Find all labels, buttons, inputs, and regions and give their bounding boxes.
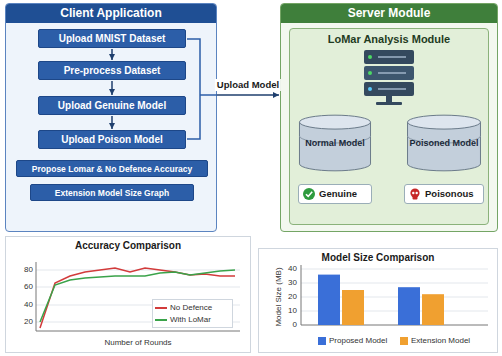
database-cylinder: Normal Model (298, 114, 372, 172)
arrow-connector (217, 94, 279, 96)
axis-tick: 40 (288, 264, 297, 274)
process-button: Upload MNIST Dataset (38, 29, 186, 48)
node-text: Poisonous (425, 188, 479, 200)
legend-entry: With LoMar (170, 315, 211, 325)
process-button: Extension Model Size Graph (30, 184, 194, 201)
process-button: Upload Genuine Model (38, 96, 186, 115)
server-panel: Server ModuleLoMar Analysis ModuleNormal… (280, 3, 498, 232)
axis-tick: 80 (24, 265, 33, 275)
process-button: Propose Lomar & No Defence Accuracy (16, 160, 208, 177)
legend-text: Extension Model (411, 336, 470, 346)
client-panel: Client ApplicationUpload MNIST DatasetPr… (5, 3, 217, 232)
arrow-connector (111, 49, 113, 60)
process-button: Pre-process Dataset (38, 61, 186, 80)
legend-text: Proposed Model (329, 336, 387, 346)
axis-tick: 30 (288, 278, 297, 288)
node-text: Upload MNIST Dataset (43, 33, 181, 45)
axis-tick: 0 (293, 320, 297, 330)
axis-tick: 60 (24, 282, 33, 292)
check-icon (303, 188, 315, 200)
axis-label: Number of Rounds (104, 338, 171, 348)
node-text: Pre-process Dataset (43, 65, 181, 77)
module-box: LoMar Analysis ModuleNormal Model Poisone… (289, 28, 489, 225)
axis-tick: 20 (24, 317, 33, 327)
node-text: Upload Genuine Model (43, 100, 181, 112)
heading-text: Server Module (281, 4, 497, 23)
chart-title: Accuracy Comparison (75, 240, 181, 252)
process-button: Upload Poison Model (38, 130, 186, 149)
line-chart (6, 237, 251, 353)
arrow-connector (111, 81, 113, 95)
bar-chart (259, 249, 498, 353)
server-icon (364, 50, 414, 105)
axis-tick: 40 (24, 300, 33, 310)
legend-entry: Extension Model (400, 336, 470, 346)
skull-icon (409, 188, 421, 200)
node-text: Genuine (319, 188, 367, 200)
legend-entry: Proposed Model (318, 336, 387, 346)
connector-label: Upload Model (215, 79, 281, 91)
database-cylinder: Poisoned Model (406, 114, 482, 172)
heading-text: Client Application (6, 4, 216, 23)
status-badge: Poisonous (404, 184, 484, 204)
axis-tick: 20 (288, 292, 297, 302)
chart-title: Model Size Comparison (322, 252, 435, 264)
legend-swatch (318, 337, 326, 345)
axis-label: Model Size (MB) (274, 267, 284, 326)
node-text: Extension Model Size Graph (35, 187, 189, 199)
arrow-connector (111, 116, 113, 129)
status-badge: Genuine (298, 184, 372, 204)
bracket (187, 39, 217, 139)
node-text: Propose Lomar & No Defence Accuracy (21, 163, 203, 175)
node-text: Poisoned Model (406, 114, 482, 149)
heading-text: LoMar Analysis Module (290, 29, 488, 47)
axis-tick: 10 (288, 306, 297, 316)
node-text: Upload Poison Model (43, 134, 181, 146)
legend-entry: No Defence (170, 303, 212, 313)
legend-text: With LoMar (170, 315, 211, 325)
node-text: Normal Model (298, 114, 372, 149)
legend-text: No Defence (170, 303, 212, 313)
legend-swatch (400, 337, 408, 345)
